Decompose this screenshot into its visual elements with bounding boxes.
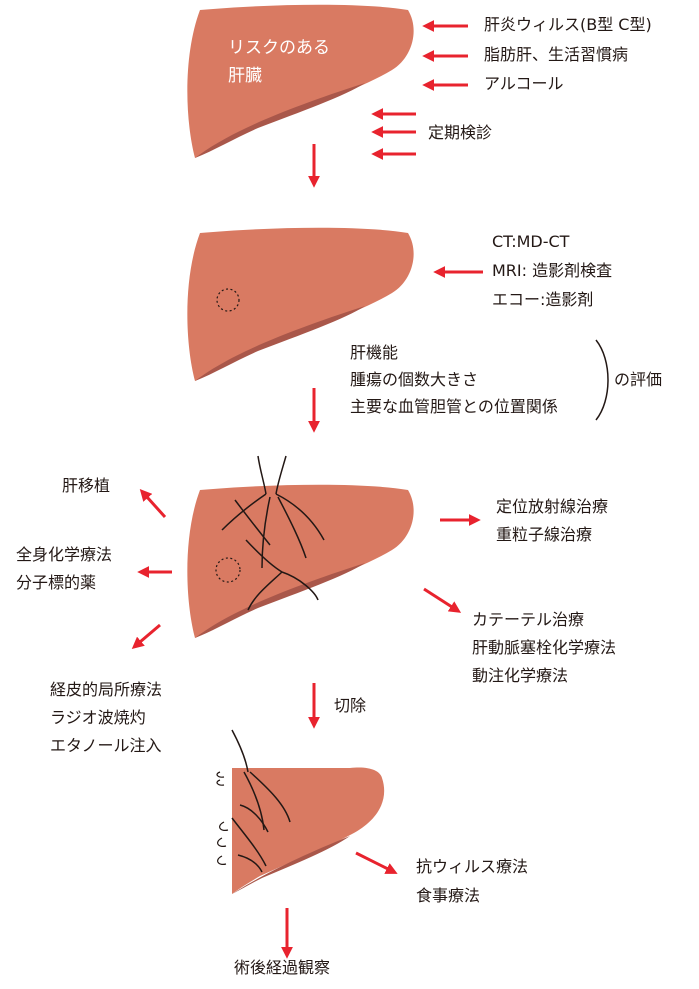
treatment-heavy-ion: 重粒子線治療 [496, 527, 592, 543]
liver-after-resection [217, 730, 384, 894]
treatment-percutaneous: 経皮的局所療法 [50, 682, 162, 698]
cut-edge [217, 772, 224, 785]
imaging-ct: CT:MD-CT [492, 234, 569, 250]
cut-edge [218, 822, 228, 864]
imaging-mri: MRI: 造影剤検査 [492, 263, 612, 279]
treatment-hai: 動注化学療法 [472, 668, 568, 684]
liver-label-line2: 肝臓 [228, 68, 262, 85]
evaluation-tumor-count-size: 腫瘍の個数大きさ [350, 372, 478, 388]
regular-checkup: 定期検診 [428, 125, 492, 141]
postop-followup: 術後経過観察 [234, 960, 330, 976]
treatment-transplant: 肝移植 [62, 478, 110, 494]
treatment-tace: 肝動脈塞栓化学療法 [472, 640, 616, 656]
liver-with-vessels [187, 456, 413, 638]
treatment-chemo: 全身化学療法 [16, 547, 112, 563]
treatment-molecular: 分子標的薬 [16, 575, 96, 591]
evaluation-vessel-position: 主要な血管胆管との位置関係 [350, 399, 558, 415]
evaluation-bracket [596, 340, 608, 420]
liver-label-line1: リスクのある [228, 40, 330, 57]
treatment-stereotactic: 定位放射線治療 [496, 499, 608, 515]
aftercare-diet: 食事療法 [416, 888, 480, 904]
risk-factor-hepatitis: 肝炎ウィルス(B型 C型) [484, 17, 652, 33]
treatment-ethanol: エタノール注入 [50, 738, 162, 754]
risk-factor-alcohol: アルコール [484, 76, 564, 92]
liver-at-risk [187, 5, 413, 158]
aftercare-antiviral: 抗ウィルス療法 [416, 859, 528, 875]
treatment-resection: 切除 [334, 698, 366, 714]
imaging-echo: エコー:造影剤 [492, 292, 593, 308]
treatment-rfa: ラジオ波焼灼 [50, 710, 146, 726]
treatment-catheter: カテーテル治療 [472, 612, 584, 628]
evaluation-liver-function: 肝機能 [350, 345, 398, 361]
evaluation-suffix: の評価 [614, 372, 662, 388]
risk-factor-fatty-liver: 脂肪肝、生活習慣病 [484, 47, 628, 63]
